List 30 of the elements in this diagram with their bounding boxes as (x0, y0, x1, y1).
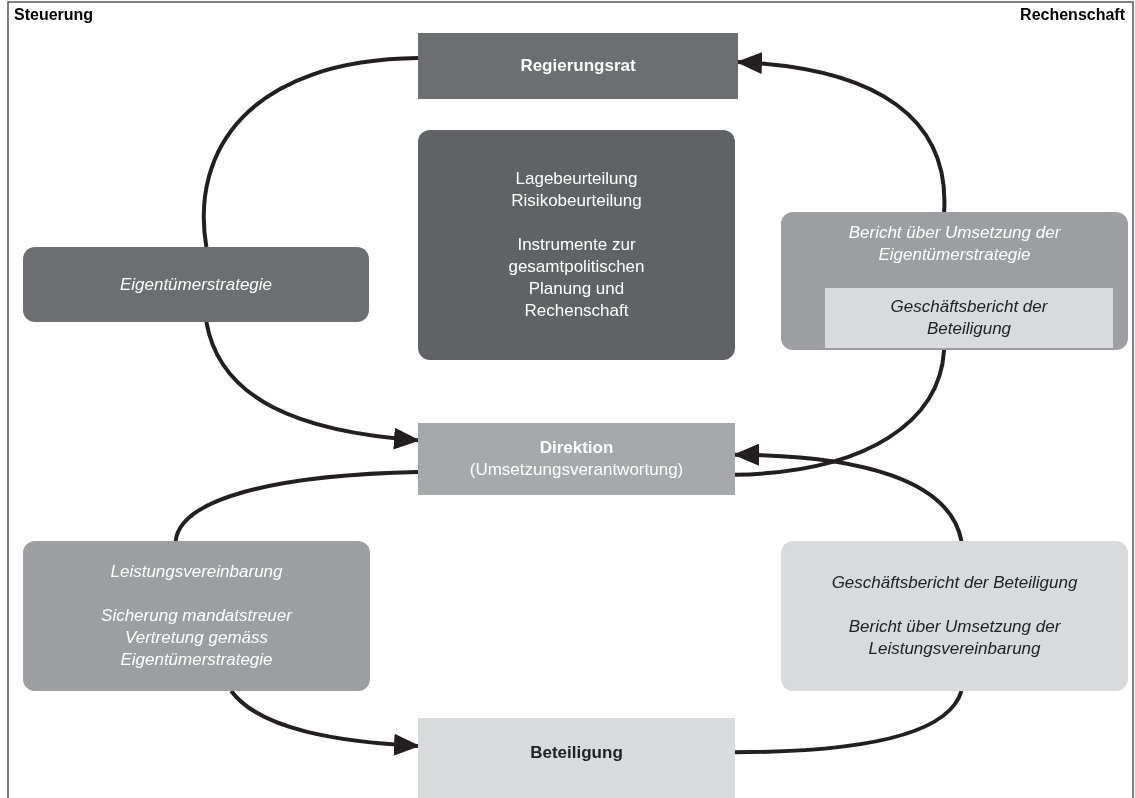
body-text: Geschäftsbericht der Beteiligung (889, 296, 1049, 340)
process-box (825, 288, 1113, 348)
connector-line (734, 690, 964, 755)
title: Direktion (539, 437, 614, 459)
process-box (781, 212, 1128, 350)
process-box (781, 541, 1128, 691)
process-box (23, 247, 369, 322)
body-text: Geschäftsbericht der Beteiligung (831, 572, 1078, 594)
process-box (418, 423, 735, 495)
connector-line (201, 56, 419, 248)
side-heading: Steuerung (14, 6, 94, 24)
subtitle: (Umsetzungsverantwortung) (469, 459, 684, 481)
connector-line (173, 469, 419, 542)
process-box (418, 718, 735, 798)
body-text: Bericht über Umsetzung der Eigentümerstrategie (847, 222, 1062, 266)
body-text: Sicherung mandatstreuer Vertretung gemäss Eigentümerstrategie (100, 605, 294, 671)
body-text: Instrumente zur gesamtpolitischen Planung und Rechenschaft (507, 234, 646, 322)
process-box (23, 541, 370, 691)
body-text: Eigentümerstrategie (119, 273, 273, 296)
connector-line (734, 349, 947, 477)
title: Regierungsrat (520, 55, 636, 77)
process-box (418, 130, 735, 360)
body-text: Leistungsvereinbarung (110, 561, 283, 583)
title: Beteiligung (530, 742, 623, 764)
body-text: Lagebeurteilung Risikobeurteilung (510, 168, 643, 212)
arrow (204, 321, 420, 450)
process-box (418, 33, 738, 99)
arrow (229, 689, 420, 756)
side-heading: Rechenschaft (1020, 6, 1125, 24)
body-text: Bericht über Umsetzung der Leistungsvereinbarung (847, 616, 1062, 660)
